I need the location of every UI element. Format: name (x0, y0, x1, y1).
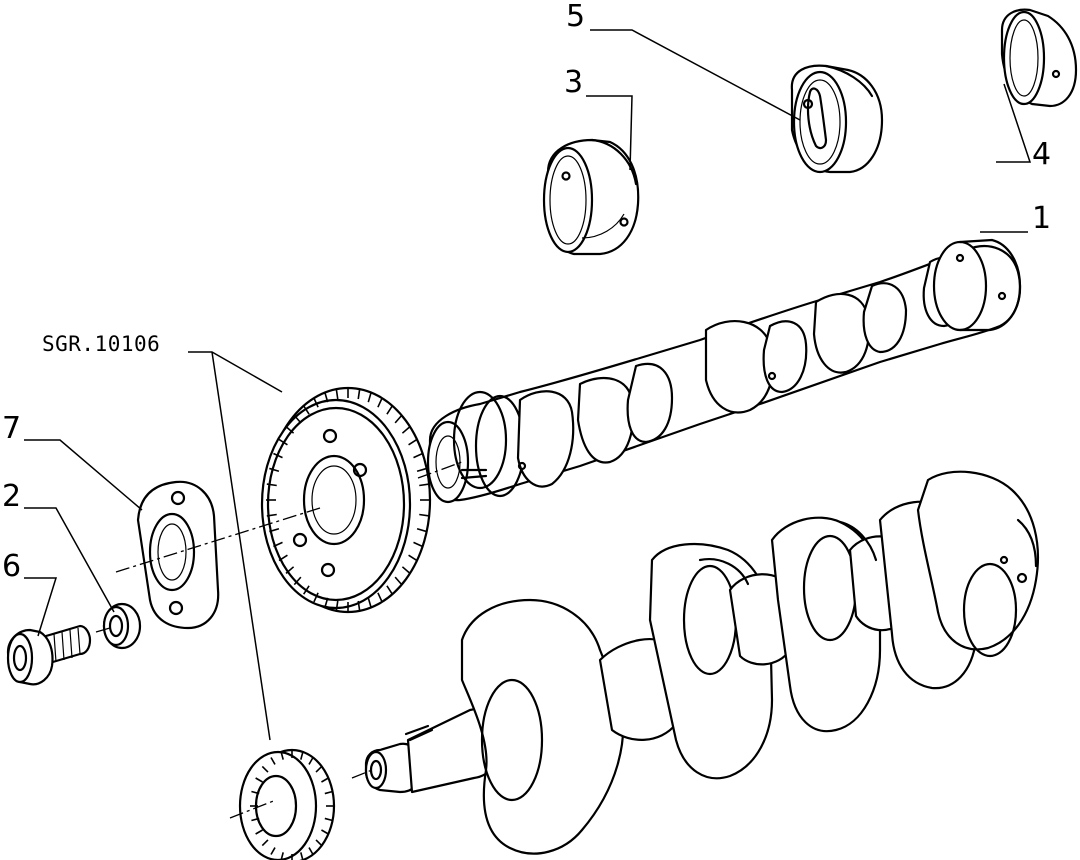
crankshaft-timing-sprocket[interactable] (238, 748, 336, 860)
gear-tooth (416, 467, 427, 473)
callout-3: 3 (564, 65, 584, 100)
gear-tooth (261, 839, 269, 847)
gear-tooth (308, 847, 314, 855)
gear-tooth (270, 847, 276, 855)
gear-tooth (401, 426, 411, 434)
gear-tooth (300, 852, 304, 860)
gear-tooth (386, 405, 394, 415)
callout-4: 4 (1032, 137, 1052, 172)
gear-tooth (324, 817, 333, 822)
reference-code: SGR.10106 (42, 332, 161, 356)
callout-1: 1 (1032, 201, 1052, 236)
gear-tooth (293, 576, 302, 586)
gear-tooth (255, 829, 263, 835)
crankshaft[interactable] (364, 470, 1039, 855)
gear-tooth (251, 790, 260, 795)
gear-tooth (357, 600, 361, 611)
gear-tooth (269, 527, 280, 533)
gear-tooth (315, 765, 323, 773)
gear-tooth (313, 592, 319, 603)
gear-tooth (293, 414, 302, 424)
gear-tooth (367, 392, 372, 403)
camshaft-timing-pulley[interactable] (260, 386, 432, 614)
gear-tooth (386, 585, 394, 595)
gear-tooth (335, 600, 339, 611)
callout-7: 7 (2, 411, 22, 446)
gear-tooth (302, 405, 310, 415)
gear-tooth (394, 576, 403, 586)
gear-tooth (324, 790, 333, 795)
bearing-shell-3[interactable] (542, 138, 640, 256)
gear-tooth (377, 397, 383, 408)
gear-tooth (321, 829, 329, 835)
bearing-shell-4[interactable] (1000, 8, 1078, 108)
gear-tooth (302, 585, 310, 595)
gear-tooth (357, 389, 361, 400)
gear-tooth (280, 852, 284, 860)
gear-tooth (413, 541, 423, 548)
gear-tooth (408, 438, 418, 446)
gear-tooth (261, 765, 269, 773)
gear-tooth (401, 566, 411, 574)
gear-tooth (419, 513, 430, 517)
gear-tooth (394, 414, 403, 424)
gear-tooth (308, 757, 314, 765)
gear-tooth (315, 839, 323, 847)
gear-tooth (313, 397, 319, 408)
gear-tooth (413, 452, 423, 459)
gear-tooth (251, 817, 260, 822)
gear-tooth (273, 452, 283, 459)
cover-plate-7[interactable] (136, 480, 220, 630)
gear-tooth (269, 467, 280, 473)
callout-2: 2 (2, 479, 22, 514)
washer-2[interactable] (102, 602, 142, 650)
gear-tooth (408, 554, 418, 562)
gear-tooth (335, 389, 339, 400)
gear-tooth (321, 777, 329, 783)
gear-tooth (300, 751, 304, 760)
gear-tooth (377, 592, 383, 603)
gear-tooth (367, 597, 372, 608)
bolt-6[interactable] (6, 624, 92, 686)
camshaft[interactable] (426, 238, 1022, 504)
gear-tooth (278, 554, 288, 562)
gear-tooth (324, 597, 329, 608)
callout-6: 6 (2, 549, 22, 584)
bearing-shell-5[interactable] (790, 64, 884, 174)
gear-tooth (419, 483, 430, 487)
gear-tooth (280, 751, 284, 760)
gear-tooth (278, 438, 288, 446)
gear-tooth (285, 426, 295, 434)
gear-tooth (324, 392, 329, 403)
gear-tooth (273, 541, 283, 548)
assembly-axis-lines (95, 461, 463, 819)
gear-tooth (270, 757, 276, 765)
gear-tooth (266, 513, 277, 517)
gear-tooth (285, 566, 295, 574)
gear-tooth (266, 483, 277, 487)
callout-5: 5 (566, 0, 586, 34)
gear-tooth (255, 777, 263, 783)
leader-lines (24, 29, 1032, 741)
gear-tooth (416, 527, 427, 533)
